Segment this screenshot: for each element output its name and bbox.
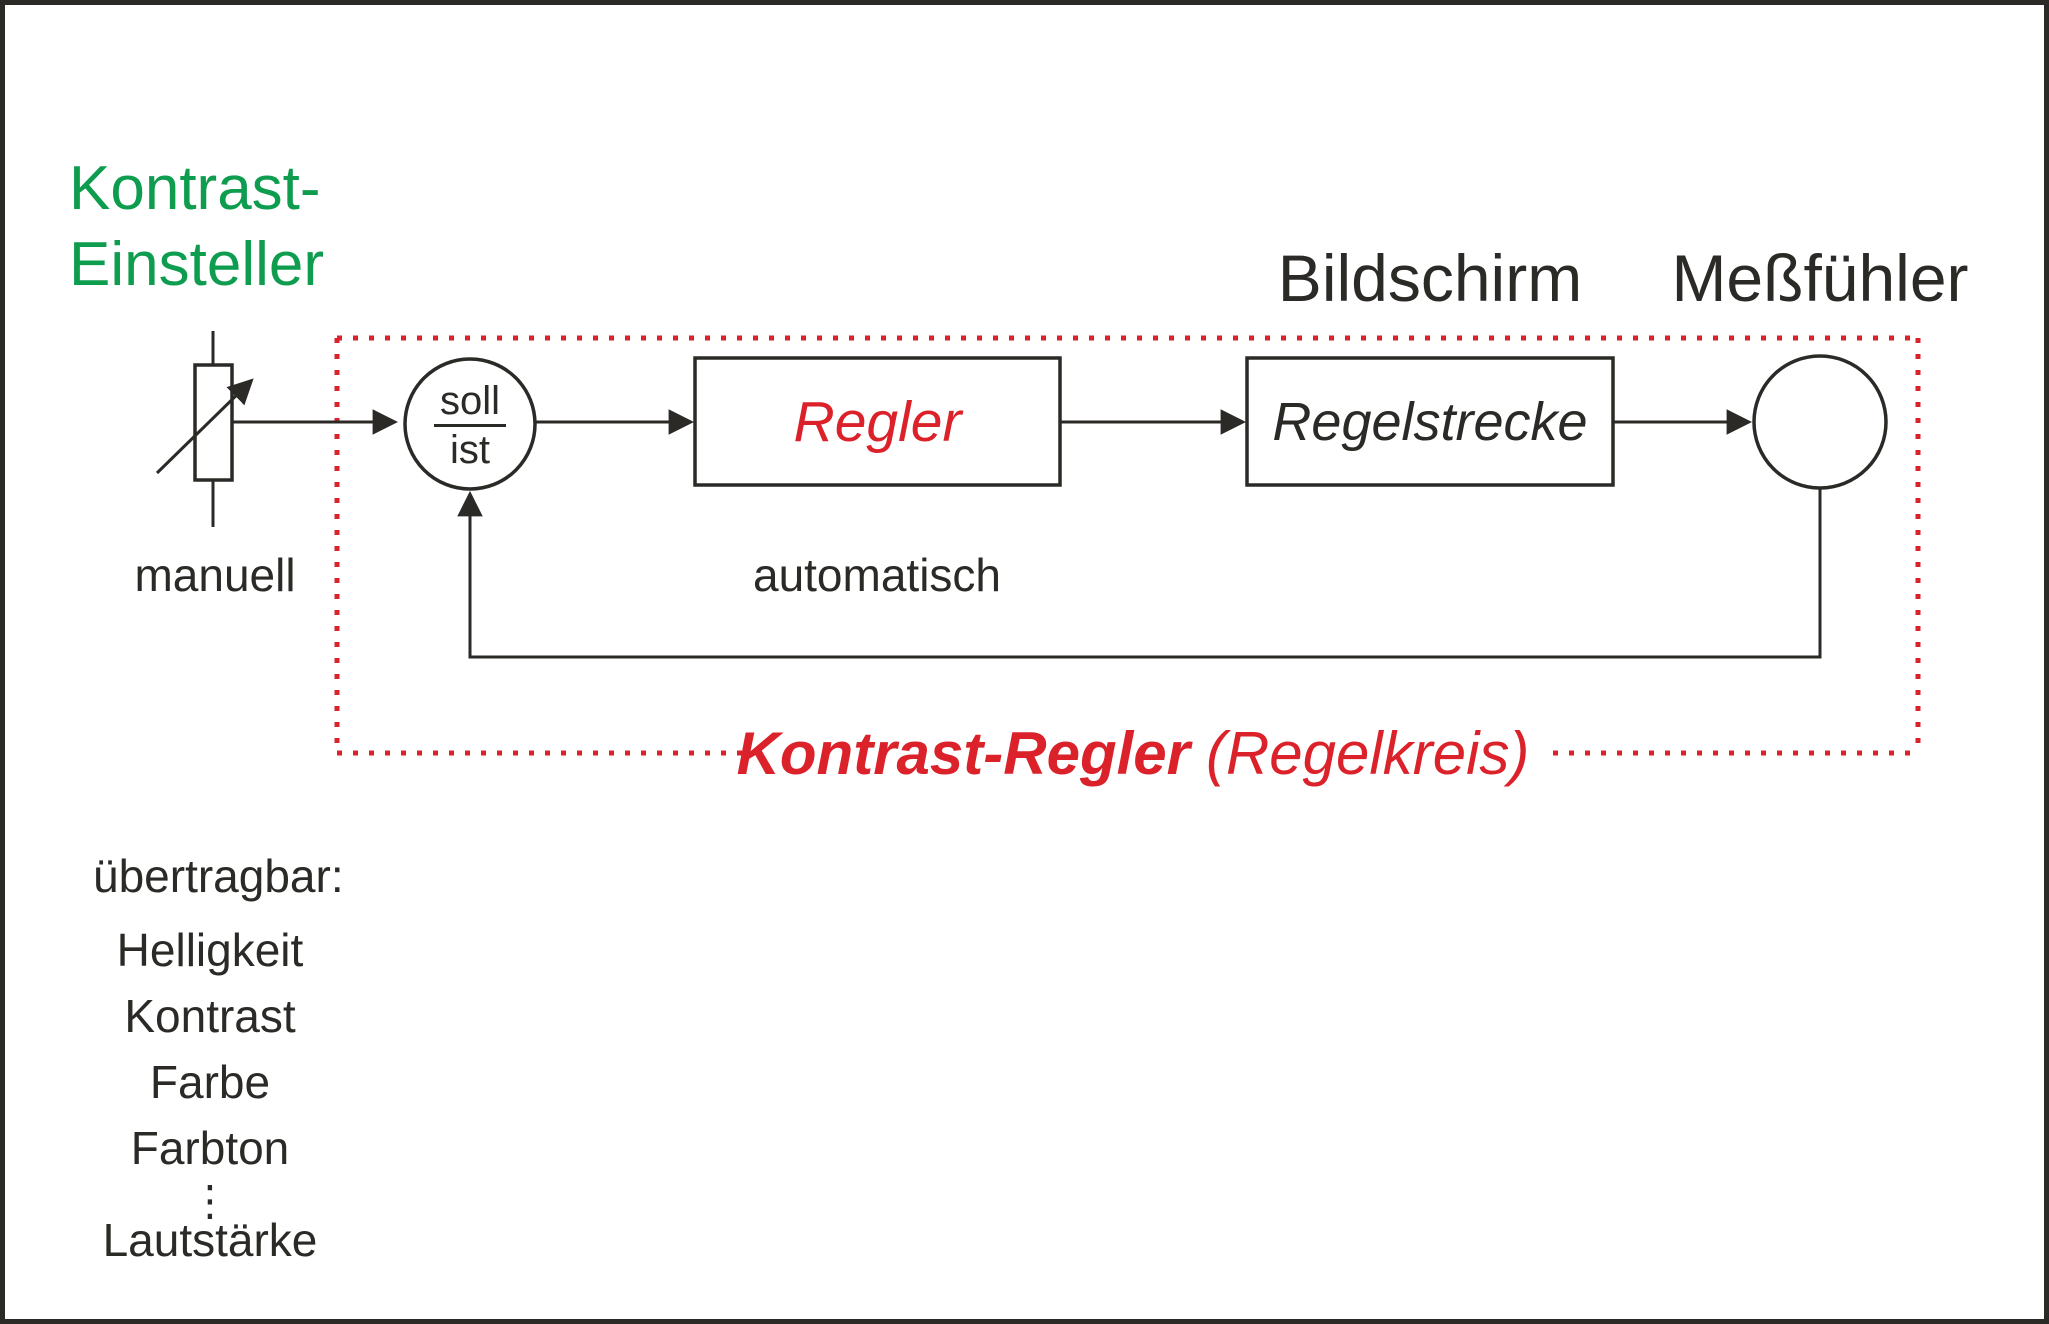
loop-caption-name: Kontrast-Regler — [736, 720, 1190, 787]
list-item: Kontrast — [124, 990, 296, 1042]
comparator-label: soll ist — [410, 379, 530, 473]
sensor-circle — [1752, 354, 1888, 490]
list-item: Farbton — [130, 1122, 290, 1174]
controller-label: Regler — [793, 389, 962, 454]
plant-box — [1245, 356, 1615, 487]
label-messfuehler: Meßfühler — [1671, 241, 1969, 315]
loop-caption: Kontrast-Regler(Regelkreis) — [733, 719, 1533, 788]
page-title: Kontrast- Einsteller — [69, 151, 324, 303]
potentiometer-symbol — [155, 331, 254, 527]
feedback-arrow — [457, 489, 1822, 659]
transferable-heading: übertragbar: — [93, 850, 344, 902]
comparator-setpoint-label: soll — [433, 379, 507, 427]
ellipsis-vertical-icon: ⋮ — [189, 1176, 231, 1225]
plant-label: Regelstrecke — [1272, 391, 1588, 452]
list-item: Helligkeit — [116, 924, 304, 976]
loop-caption-type: (Regelkreis) — [1205, 720, 1530, 787]
label-manuell: manuell — [134, 549, 296, 601]
control-loop-dotted-frame — [334, 335, 1921, 756]
label-bildschirm: Bildschirm — [1277, 241, 1583, 315]
comparator-actual-label: ist — [450, 428, 490, 472]
list-item: Farbe — [149, 1056, 271, 1108]
label-automatisch: automatisch — [752, 549, 1001, 601]
controller-box — [693, 356, 1062, 487]
list-item: Lautstärke — [102, 1214, 318, 1266]
page-title-line2: Einsteller — [69, 230, 324, 299]
transferable-list: Helligkeit Kontrast Farbe Farbton ⋮ Laut… — [60, 927, 360, 1283]
page-title-line1: Kontrast- — [69, 154, 321, 223]
potentiometer-wiper-arrow — [155, 378, 254, 475]
